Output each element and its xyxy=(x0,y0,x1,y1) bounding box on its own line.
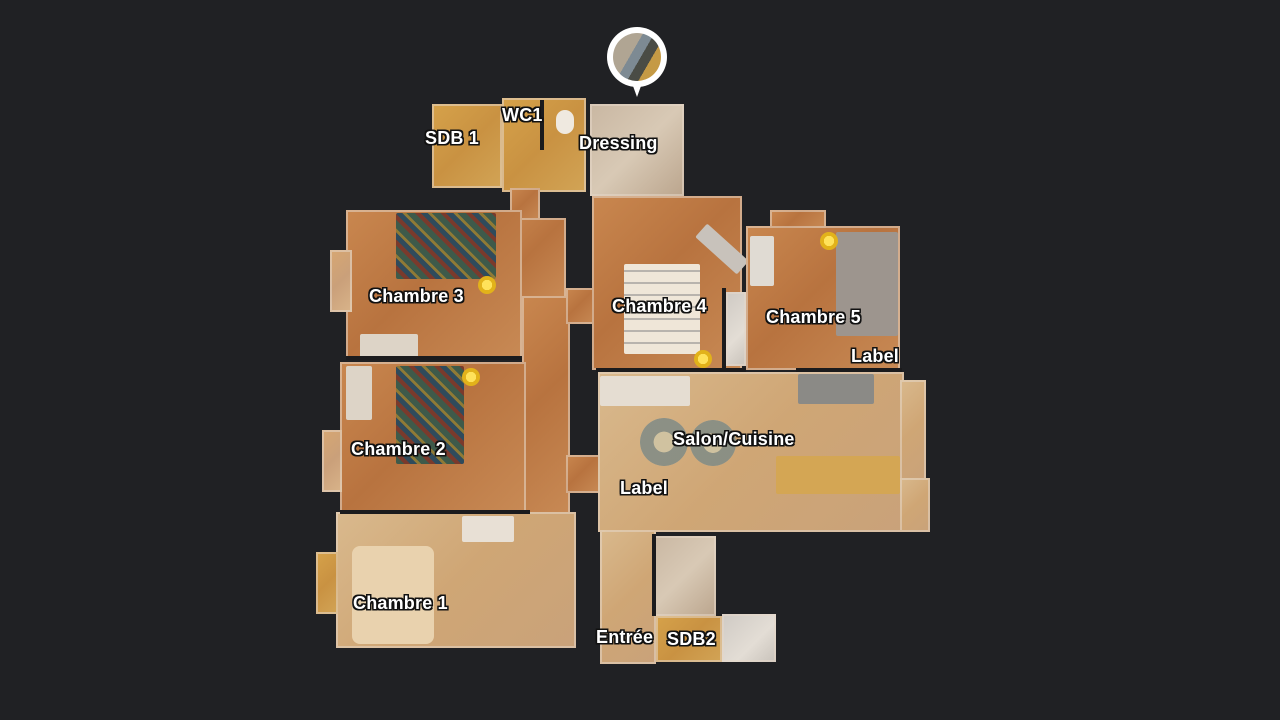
shelf xyxy=(600,376,690,406)
lamp xyxy=(462,368,480,386)
rug xyxy=(690,420,736,466)
lamp xyxy=(694,350,712,368)
closet-entree xyxy=(652,536,716,616)
wall xyxy=(346,356,522,360)
room-label-chambre5[interactable]: Chambre 5 xyxy=(766,307,861,327)
bed xyxy=(836,232,898,336)
room-salon-extension-2 xyxy=(900,478,930,532)
rug xyxy=(640,418,688,466)
room-salon-extension xyxy=(900,380,926,480)
room-label-sdb1[interactable]: SDB 1 xyxy=(425,128,480,148)
dresser xyxy=(346,366,372,420)
bed xyxy=(396,213,496,279)
room-label-dressing[interactable]: Dressing xyxy=(579,133,658,153)
bed xyxy=(624,264,700,354)
corridor-link-upper[interactable] xyxy=(566,288,596,324)
room-label-chambre3[interactable]: Chambre 3 xyxy=(369,286,464,306)
wall xyxy=(722,288,726,372)
kitchen-counter xyxy=(776,456,900,494)
room-label-entree[interactable]: Entrée xyxy=(596,627,654,647)
lamp xyxy=(478,276,496,294)
room-entree[interactable] xyxy=(600,530,656,664)
panorama-photo-pin-icon xyxy=(613,33,661,81)
room-label-chambre1[interactable]: Chambre 1 xyxy=(353,593,448,613)
wall xyxy=(340,510,530,514)
room-label-label-left[interactable]: Label xyxy=(620,478,669,498)
room-label-label-right[interactable]: Label xyxy=(851,346,900,366)
room-sdb2-shower xyxy=(722,614,776,662)
lamp xyxy=(820,232,838,250)
wall xyxy=(796,368,902,372)
desk xyxy=(462,516,514,542)
desk xyxy=(750,236,774,286)
closet-chambre3 xyxy=(330,250,352,312)
corridor-mid[interactable] xyxy=(522,296,570,516)
closet-chambre5 xyxy=(770,210,826,228)
closet-chambre1 xyxy=(316,552,338,614)
cabinet xyxy=(798,374,874,404)
room-dressing[interactable] xyxy=(590,104,684,196)
bed xyxy=(352,546,434,644)
desk xyxy=(360,334,418,358)
closet-small xyxy=(726,292,746,366)
room-label-salon-cuisine[interactable]: Salon/Cuisine xyxy=(673,429,795,449)
room-sdb1[interactable] xyxy=(432,104,502,188)
corridor-link-lower[interactable] xyxy=(566,455,600,493)
room-label-sdb2[interactable]: SDB2 xyxy=(667,629,716,649)
wall xyxy=(540,100,544,150)
closet-chambre2 xyxy=(322,430,342,492)
room-label-chambre2[interactable]: Chambre 2 xyxy=(351,439,446,459)
toilet xyxy=(556,110,574,134)
room-sdb2[interactable] xyxy=(656,616,722,662)
room-label-chambre4[interactable]: Chambre 4 xyxy=(612,296,707,316)
wall xyxy=(596,368,746,372)
wall xyxy=(652,534,656,616)
bed xyxy=(396,366,464,464)
room-label-wc1[interactable]: WC1 xyxy=(502,105,543,125)
panorama-marker[interactable] xyxy=(607,27,667,101)
